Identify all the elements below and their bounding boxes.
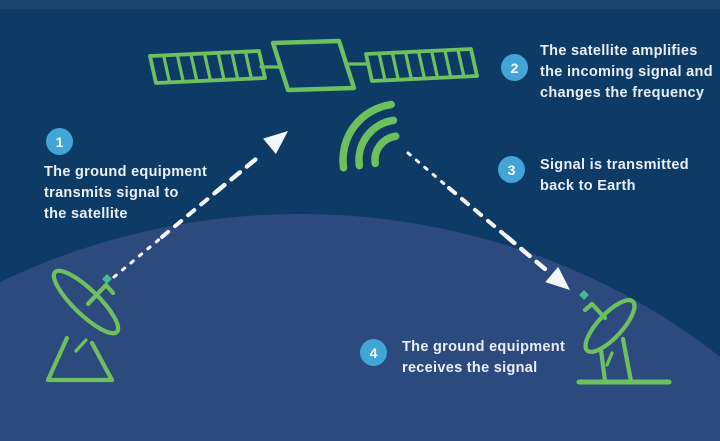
step-3-badge: 3 bbox=[498, 156, 525, 183]
dish-brace bbox=[605, 351, 614, 367]
dish-base bbox=[45, 335, 115, 383]
solar-panel-right-icon bbox=[364, 47, 479, 83]
signal-origin-marker bbox=[102, 274, 112, 284]
dish-feed-arm bbox=[85, 282, 116, 307]
step-2-label: The satellite amplifies the incoming sig… bbox=[540, 43, 713, 101]
dish-brace bbox=[74, 338, 88, 353]
dish-bowl bbox=[51, 268, 121, 336]
satellite-icon bbox=[148, 38, 479, 93]
step-1-badge: 1 bbox=[46, 128, 73, 155]
signal-target-marker bbox=[579, 290, 589, 300]
satellite-body bbox=[270, 38, 357, 93]
dish-leg-right bbox=[620, 336, 634, 384]
step-2-badge: 2 bbox=[501, 54, 528, 81]
solar-panel-left-icon bbox=[148, 49, 267, 85]
step-4-badge: 4 bbox=[360, 339, 387, 366]
uplink-arrowhead-icon bbox=[263, 131, 288, 154]
downlink-arrow-icon bbox=[406, 151, 570, 290]
dish-feed-arm bbox=[582, 301, 608, 321]
step-3-label: Signal is transmitted back to Earth bbox=[540, 157, 689, 194]
dish-leg-left bbox=[598, 347, 608, 384]
ground-dish-right-icon bbox=[576, 290, 672, 385]
step-1-label: The ground equipment transmits signal to… bbox=[44, 164, 208, 222]
step-4-label: The ground equipment receives the signal bbox=[402, 339, 566, 376]
top-edge-highlight bbox=[0, 0, 720, 9]
downlink-arrowhead-icon bbox=[545, 266, 570, 290]
ground-dish-left-icon bbox=[45, 268, 121, 383]
signal-waves-icon bbox=[339, 100, 400, 172]
uplink-arrow-icon bbox=[112, 131, 288, 279]
dish-bowl bbox=[583, 298, 637, 354]
